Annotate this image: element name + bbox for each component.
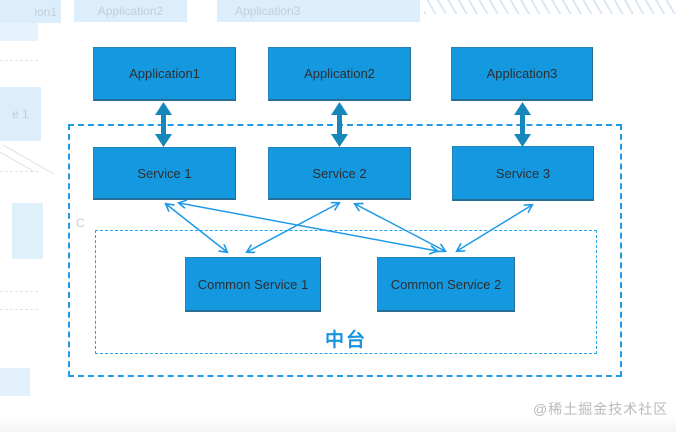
node-service3-label: Service 3: [495, 165, 551, 181]
ghost-arrow-lines: [0, 144, 55, 175]
node-application3-label: Application3: [486, 66, 558, 81]
ghost-service1-box: e 1: [0, 87, 41, 141]
node-application2: Application2: [268, 47, 411, 101]
platform-label: 中台: [324, 330, 367, 351]
ghost-dotted-line: [0, 171, 38, 172]
node-application3: Application3: [451, 47, 593, 101]
ghost-service1-label: e 1: [12, 107, 29, 121]
node-application1-label: Application1: [129, 66, 200, 81]
bottom-fade: [0, 414, 676, 432]
ghost-box-fragment: [0, 368, 30, 396]
node-application2-label: Application2: [304, 66, 375, 81]
ghost-application3-box: Application3: [217, 0, 420, 22]
node-common-service2-label: Common Service 2: [390, 276, 502, 292]
node-common-service1-label: Common Service 1: [197, 276, 309, 292]
ghost-hatch-pattern: [424, 0, 676, 14]
ghost-box-fragment: [0, 23, 38, 41]
node-application1: Application1: [93, 47, 236, 101]
node-service1: Service 1: [93, 147, 236, 200]
node-common-service2: Common Service 2: [377, 257, 515, 312]
ghost-application2-label: Application2: [97, 4, 164, 18]
ghost-application3-label: Application3: [235, 4, 301, 18]
node-service2-label: Service 2: [312, 165, 367, 181]
ghost-common-service-box: [12, 203, 43, 259]
ghost-application1-label: ion1: [34, 4, 57, 19]
ghost-dashed-line: [0, 309, 38, 310]
node-service3: Service 3: [452, 146, 594, 201]
ghost-application2-box: Application2: [74, 0, 187, 22]
ghost-dashed-line: [0, 60, 38, 61]
node-service2: Service 2: [268, 147, 411, 200]
ghost-dashed-line: [0, 291, 38, 292]
midplatform-outer-border: [68, 124, 622, 377]
node-service1-label: Service 1: [137, 165, 192, 181]
ghost-application1-box: ion1: [0, 0, 61, 23]
ghost-common-service-label: C: [76, 216, 85, 230]
watermark: @稀土掘金技术社区: [533, 401, 669, 417]
node-common-service1: Common Service 1: [185, 257, 321, 312]
